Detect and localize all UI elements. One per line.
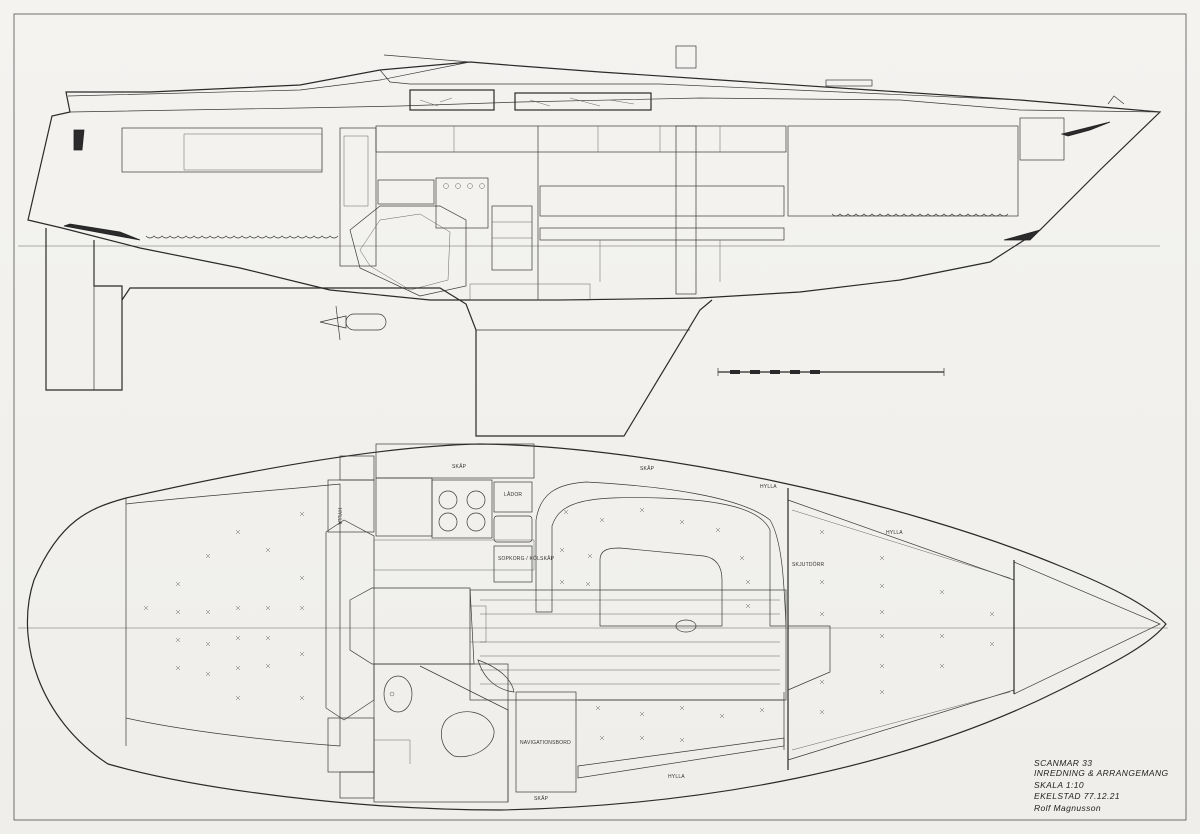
aft-berth-cushion — [145, 235, 339, 239]
cushion-marks — [143, 507, 995, 743]
label-hylla-2: HYLLA — [886, 530, 903, 536]
title-line-2: INREDNING & ARRANGEMANG — [1034, 768, 1169, 778]
hatch — [825, 79, 873, 87]
starboard-shelf — [578, 692, 785, 750]
rudder — [45, 228, 123, 391]
plan-view: SKÅP SKÅP SKÅP HYLLA HYLLA HYLLA HYLLA L… — [18, 443, 1168, 811]
stern-bottom-chine — [63, 223, 141, 241]
galley — [375, 443, 535, 583]
window-glare-1 — [419, 97, 635, 107]
label-skap-top: SKÅP — [452, 463, 467, 470]
title-line-1: SCANMAR 33 — [1034, 758, 1092, 768]
keel — [121, 287, 713, 437]
label-navigationsbord: NAVIGATIONSBORD — [520, 740, 571, 746]
bow-chine-upper — [1060, 121, 1111, 137]
cabin-window-aft — [409, 89, 495, 111]
chain-locker — [1013, 561, 1161, 695]
label-skap-salong: SKÅP — [640, 465, 655, 472]
nav-table — [515, 691, 577, 793]
dinette — [535, 481, 787, 627]
stern-chine — [73, 129, 85, 151]
profile-view — [18, 45, 1162, 437]
cabin-top — [379, 69, 1021, 101]
label-skap-bottom: SKÅP — [534, 795, 549, 802]
label-skjutdorr: SKJUTDÖRR — [792, 561, 825, 568]
cabin-window-fwd — [514, 92, 652, 111]
hull-plan-outline — [26, 443, 1167, 811]
title-line-4: EKELSTAD 77.12.21 — [1034, 791, 1120, 801]
label-hylla-3: HYLLA — [668, 774, 685, 780]
fwd-berth-cushion — [831, 213, 1009, 217]
starboard-settee — [577, 737, 785, 779]
label-hylla-1: HYLLA — [760, 484, 777, 490]
bow-pulpit — [1107, 95, 1125, 105]
head — [373, 659, 515, 803]
tiller — [383, 54, 471, 63]
dinette-table — [599, 547, 723, 627]
cockpit-seat-outline — [125, 483, 341, 747]
mast-fitting — [675, 45, 697, 69]
title-line-5: Rolf Magnusson — [1034, 803, 1101, 813]
nav-seat — [349, 587, 475, 665]
sheer-line — [67, 61, 471, 97]
bow-chine-lower — [1003, 229, 1042, 241]
label-sopkorg: SOPKORG / KÖLSKÅP — [498, 555, 555, 562]
v-berth-inner — [791, 509, 1011, 751]
cabin-sole — [373, 539, 787, 701]
mast-step-plan — [675, 619, 697, 633]
propeller — [319, 305, 387, 341]
label-hylla-left: HYLLA — [336, 508, 342, 525]
title-block: SCANMAR 33 INREDNING & ARRANGEMANG SKALA… — [1034, 758, 1169, 813]
sheet-border — [13, 13, 1187, 821]
title-line-3: SKALA 1:10 — [1034, 780, 1084, 790]
hull-profile — [27, 61, 1162, 301]
profile-interior — [121, 117, 1065, 301]
label-lador: LÅDOR — [504, 491, 522, 498]
scale-bar — [717, 368, 945, 376]
